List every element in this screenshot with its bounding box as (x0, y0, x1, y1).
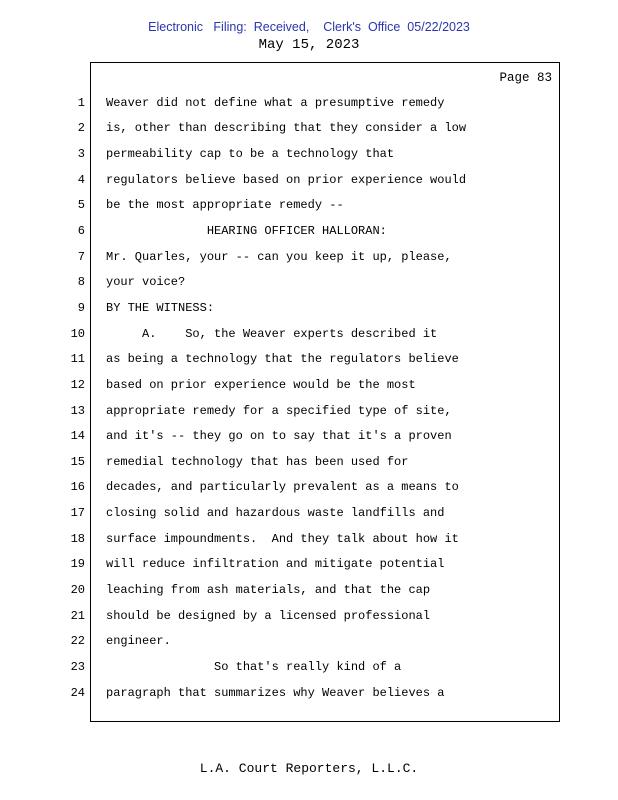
transcript-line: 16 decades, and particularly prevalent a… (0, 475, 618, 501)
page-number: Page 83 (499, 71, 552, 85)
document-header: Electronic Filing: Received, Clerk's Off… (0, 20, 618, 53)
line-text: So that's really kind of a (106, 659, 402, 674)
line-text: A. So, the Weaver experts described it (106, 326, 438, 341)
line-number: 21 (70, 608, 85, 623)
transcript-line: 24 paragraph that summarizes why Weaver … (0, 680, 618, 706)
line-number: 19 (70, 557, 85, 572)
transcript-line: 2 is, other than describing that they co… (0, 116, 618, 142)
line-number: 2 (77, 121, 85, 136)
line-text: decades, and particularly prevalent as a… (106, 480, 459, 495)
line-text: Weaver did not define what a presumptive… (106, 95, 445, 110)
line-text: your voice? (106, 275, 186, 290)
transcript-line: 18 surface impoundments. And they talk a… (0, 526, 618, 552)
line-number: 9 (77, 300, 85, 315)
line-number: 12 (70, 377, 85, 392)
line-number: 15 (70, 454, 85, 469)
line-text: and it's -- they go on to say that it's … (106, 429, 452, 444)
transcript-line: 8 your voice? (0, 269, 618, 295)
line-text: HEARING OFFICER HALLORAN: (106, 224, 387, 239)
line-number: 13 (70, 403, 85, 418)
reporter-footer: L.A. Court Reporters, L.L.C. 312-419-929… (0, 731, 618, 800)
line-text: regulators believe based on prior experi… (106, 172, 467, 187)
line-text: remedial technology that has been used f… (106, 454, 409, 469)
transcript-line: 13 appropriate remedy for a specified ty… (0, 398, 618, 424)
transcript-line: 6 HEARING OFFICER HALLORAN: (0, 218, 618, 244)
line-text: based on prior experience would be the m… (106, 377, 416, 392)
transcript-line: 10 A. So, the Weaver experts described i… (0, 321, 618, 347)
line-text: engineer. (106, 634, 171, 649)
line-text: surface impoundments. And they talk abou… (106, 531, 459, 546)
transcript-line: 1 Weaver did not define what a presumpti… (0, 90, 618, 116)
line-number: 18 (70, 531, 85, 546)
reporter-company: L.A. Court Reporters, L.L.C. (199, 761, 419, 776)
line-text: will reduce infiltration and mitigate po… (106, 557, 445, 572)
line-text: BY THE WITNESS: (106, 300, 215, 315)
transcript-line: 5 be the most appropriate remedy -- (0, 193, 618, 219)
line-text: is, other than describing that they cons… (106, 121, 467, 136)
transcript-lines: 1 Weaver did not define what a presumpti… (0, 90, 618, 705)
transcript-line: 9 BY THE WITNESS: (0, 295, 618, 321)
line-text: appropriate remedy for a specified type … (106, 403, 452, 418)
line-number: 4 (77, 172, 85, 187)
line-number: 14 (70, 429, 85, 444)
transcript-line: 17 closing solid and hazardous waste lan… (0, 500, 618, 526)
line-number: 11 (70, 352, 85, 367)
line-text: permeability cap to be a technology that (106, 147, 395, 162)
line-number: 1 (77, 95, 85, 110)
transcript-border-box (90, 62, 560, 722)
line-text: leaching from ash materials, and that th… (106, 582, 431, 597)
line-number: 20 (70, 582, 85, 597)
line-number: 16 (70, 480, 85, 495)
transcript-line: 3 permeability cap to be a technology th… (0, 141, 618, 167)
line-number: 17 (70, 506, 85, 521)
transcript-line: 4 regulators believe based on prior expe… (0, 167, 618, 193)
line-text: as being a technology that the regulator… (106, 352, 459, 367)
transcript-line: 23 So that's really kind of a (0, 654, 618, 680)
transcript-line: 22 engineer. (0, 628, 618, 654)
line-number: 23 (70, 659, 85, 674)
transcript-line: 14 and it's -- they go on to say that it… (0, 423, 618, 449)
line-number: 7 (77, 249, 85, 264)
line-number: 5 (77, 198, 85, 213)
transcript-line: 15 remedial technology that has been use… (0, 449, 618, 475)
transcript-line: 12 based on prior experience would be th… (0, 372, 618, 398)
hearing-date: May 15, 2023 (258, 37, 360, 53)
transcript-line: 11 as being a technology that the regula… (0, 346, 618, 372)
line-number: 22 (70, 634, 85, 649)
line-number: 6 (77, 224, 85, 239)
transcript-line: 7 Mr. Quarles, your -- can you keep it u… (0, 244, 618, 270)
line-text: be the most appropriate remedy -- (106, 198, 344, 213)
transcript-line: 21 should be designed by a licensed prof… (0, 603, 618, 629)
efiling-stamp: Electronic Filing: Received, Clerk's Off… (148, 20, 470, 34)
transcript-line: 20 leaching from ash materials, and that… (0, 577, 618, 603)
line-text: Mr. Quarles, your -- can you keep it up,… (106, 249, 452, 264)
line-number: 3 (77, 147, 85, 162)
line-text: closing solid and hazardous waste landfi… (106, 506, 445, 521)
line-text: paragraph that summarizes why Weaver bel… (106, 685, 445, 700)
line-number: 8 (77, 275, 85, 290)
line-number: 10 (70, 326, 85, 341)
line-number: 24 (70, 685, 85, 700)
transcript-line: 19 will reduce infiltration and mitigate… (0, 552, 618, 578)
line-text: should be designed by a licensed profess… (106, 608, 431, 623)
